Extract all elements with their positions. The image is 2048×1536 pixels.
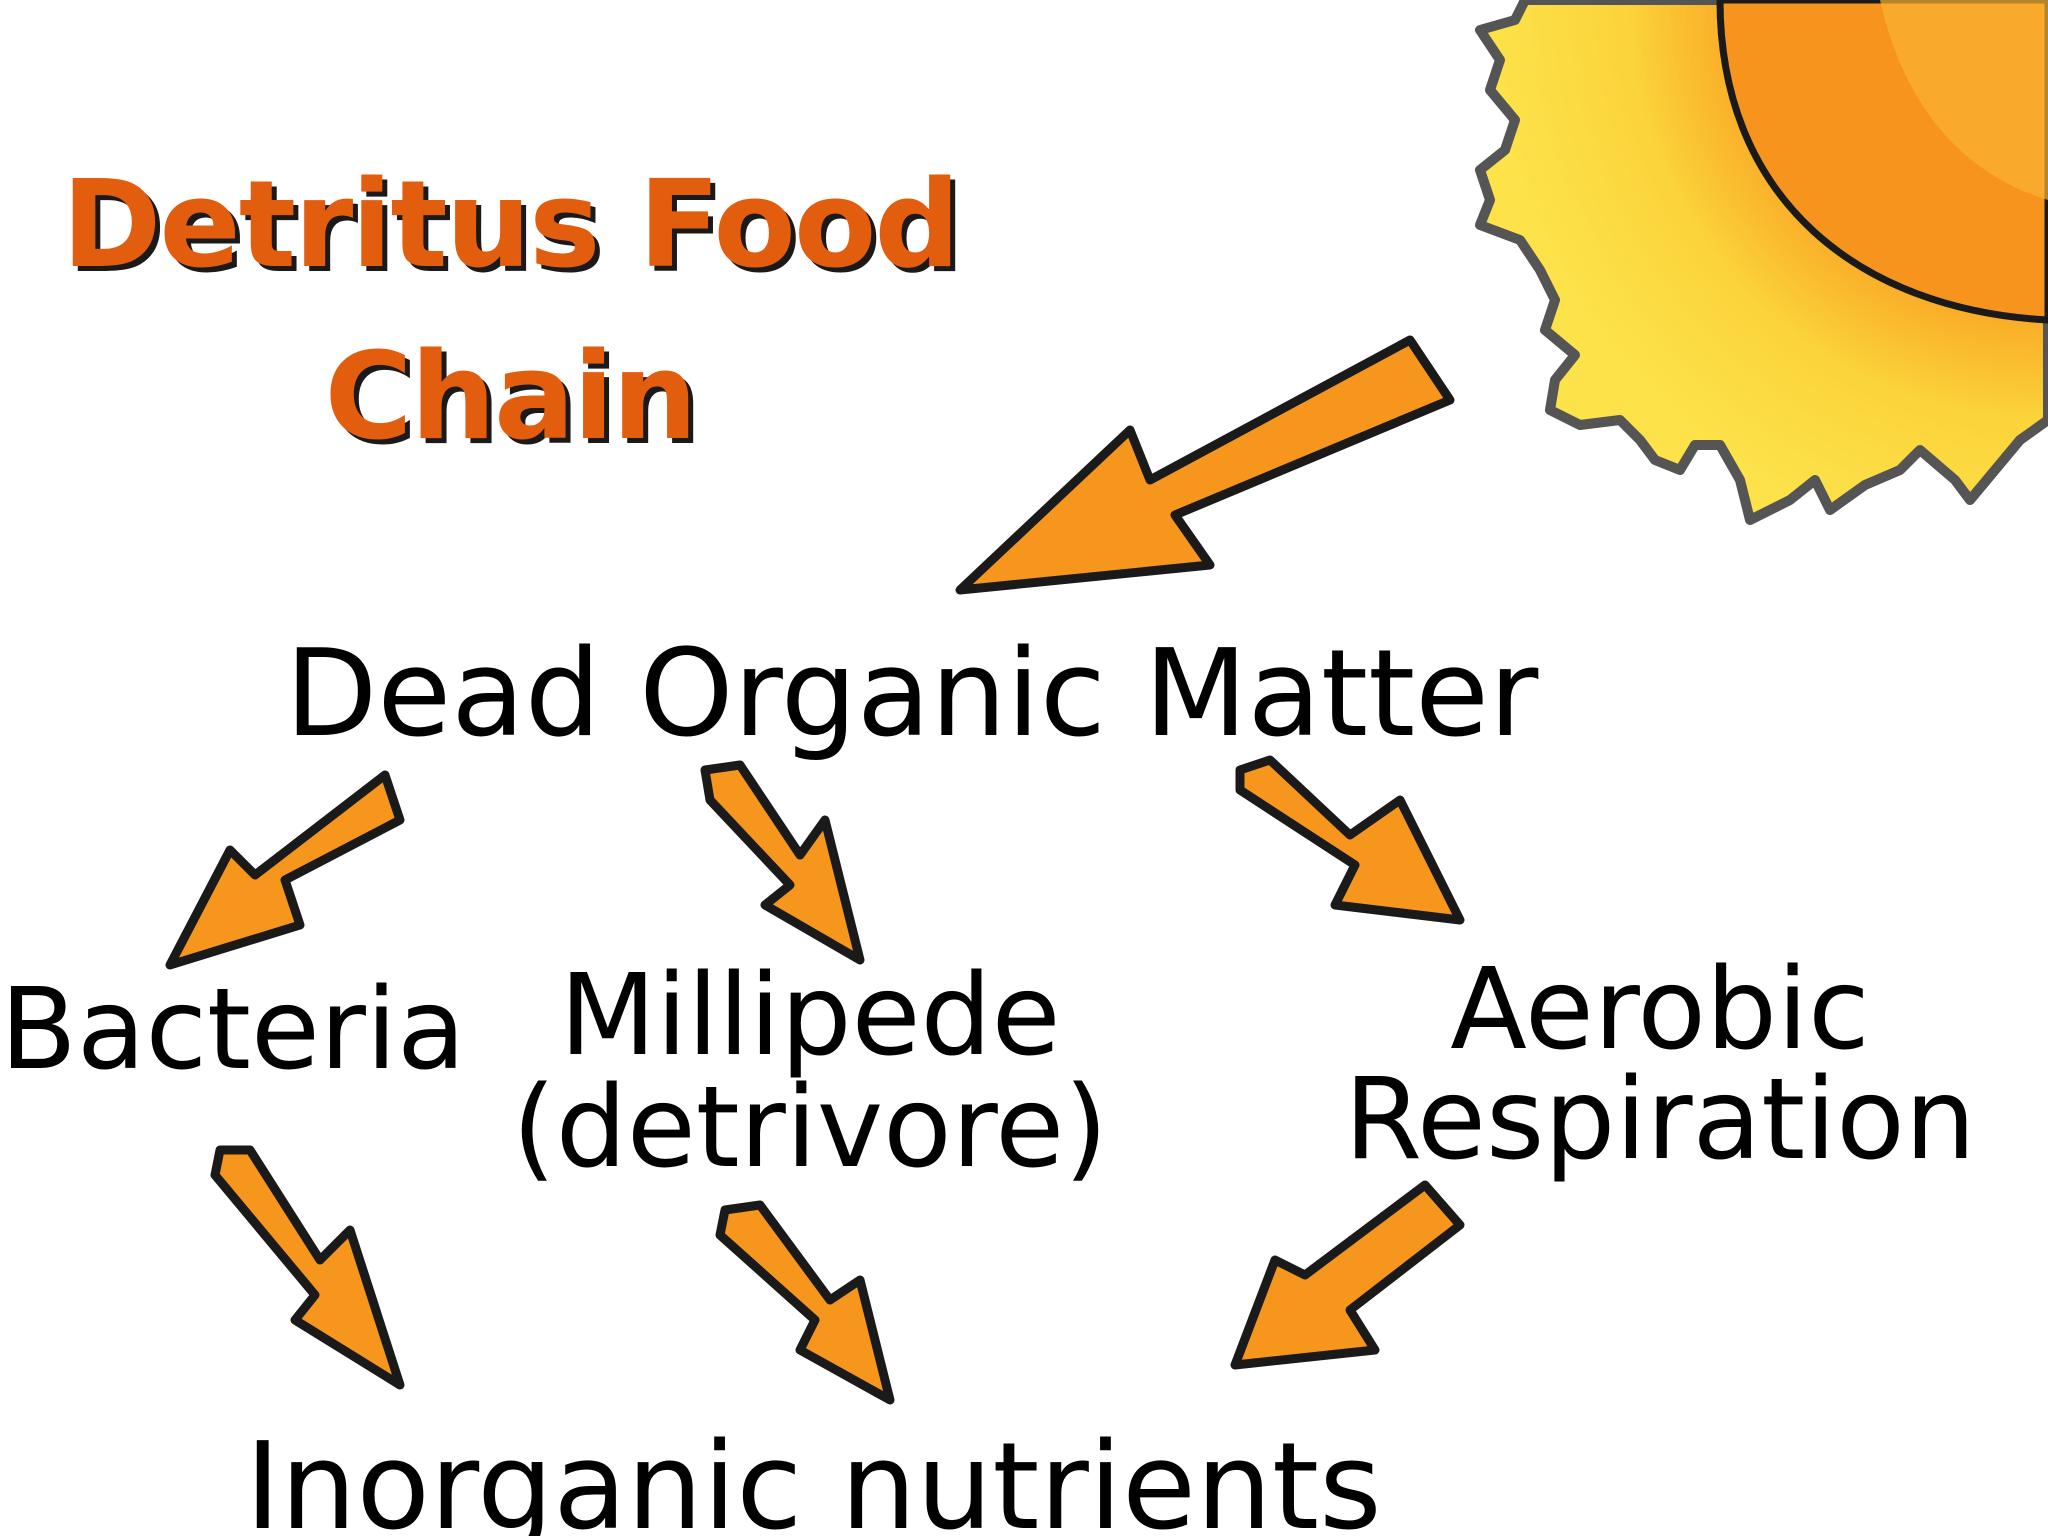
diagram-title: Detritus Food Chain <box>60 140 961 484</box>
node-millipede: Millipede (detrivore) <box>510 960 1110 1184</box>
node-millipede-line-2: (detrivore) <box>512 1063 1108 1193</box>
arrow-icon <box>715 1200 895 1405</box>
arrow-icon <box>955 335 1455 595</box>
arrow-icon <box>700 760 865 965</box>
node-aerobic-line-2: Respiration <box>1344 1055 1976 1185</box>
arrow-icon <box>165 770 405 970</box>
title-line-2: Chain <box>324 328 697 467</box>
arrow-icon <box>210 1145 405 1390</box>
node-inorganic-nutrients: Inorganic nutrients <box>245 1418 1382 1536</box>
node-bacteria: Bacteria <box>0 965 466 1095</box>
node-aerobic-line-1: Aerobic <box>1450 945 1870 1075</box>
node-aerobic-respiration: Aerobic Respiration <box>1320 945 2000 1185</box>
title-line-1: Detritus Food <box>61 156 961 295</box>
arrow-icon <box>1235 755 1465 925</box>
node-millipede-line-1: Millipede <box>559 951 1061 1081</box>
node-dead-organic-matter: Dead Organic Matter <box>285 625 1539 764</box>
arrow-icon <box>1230 1180 1465 1370</box>
